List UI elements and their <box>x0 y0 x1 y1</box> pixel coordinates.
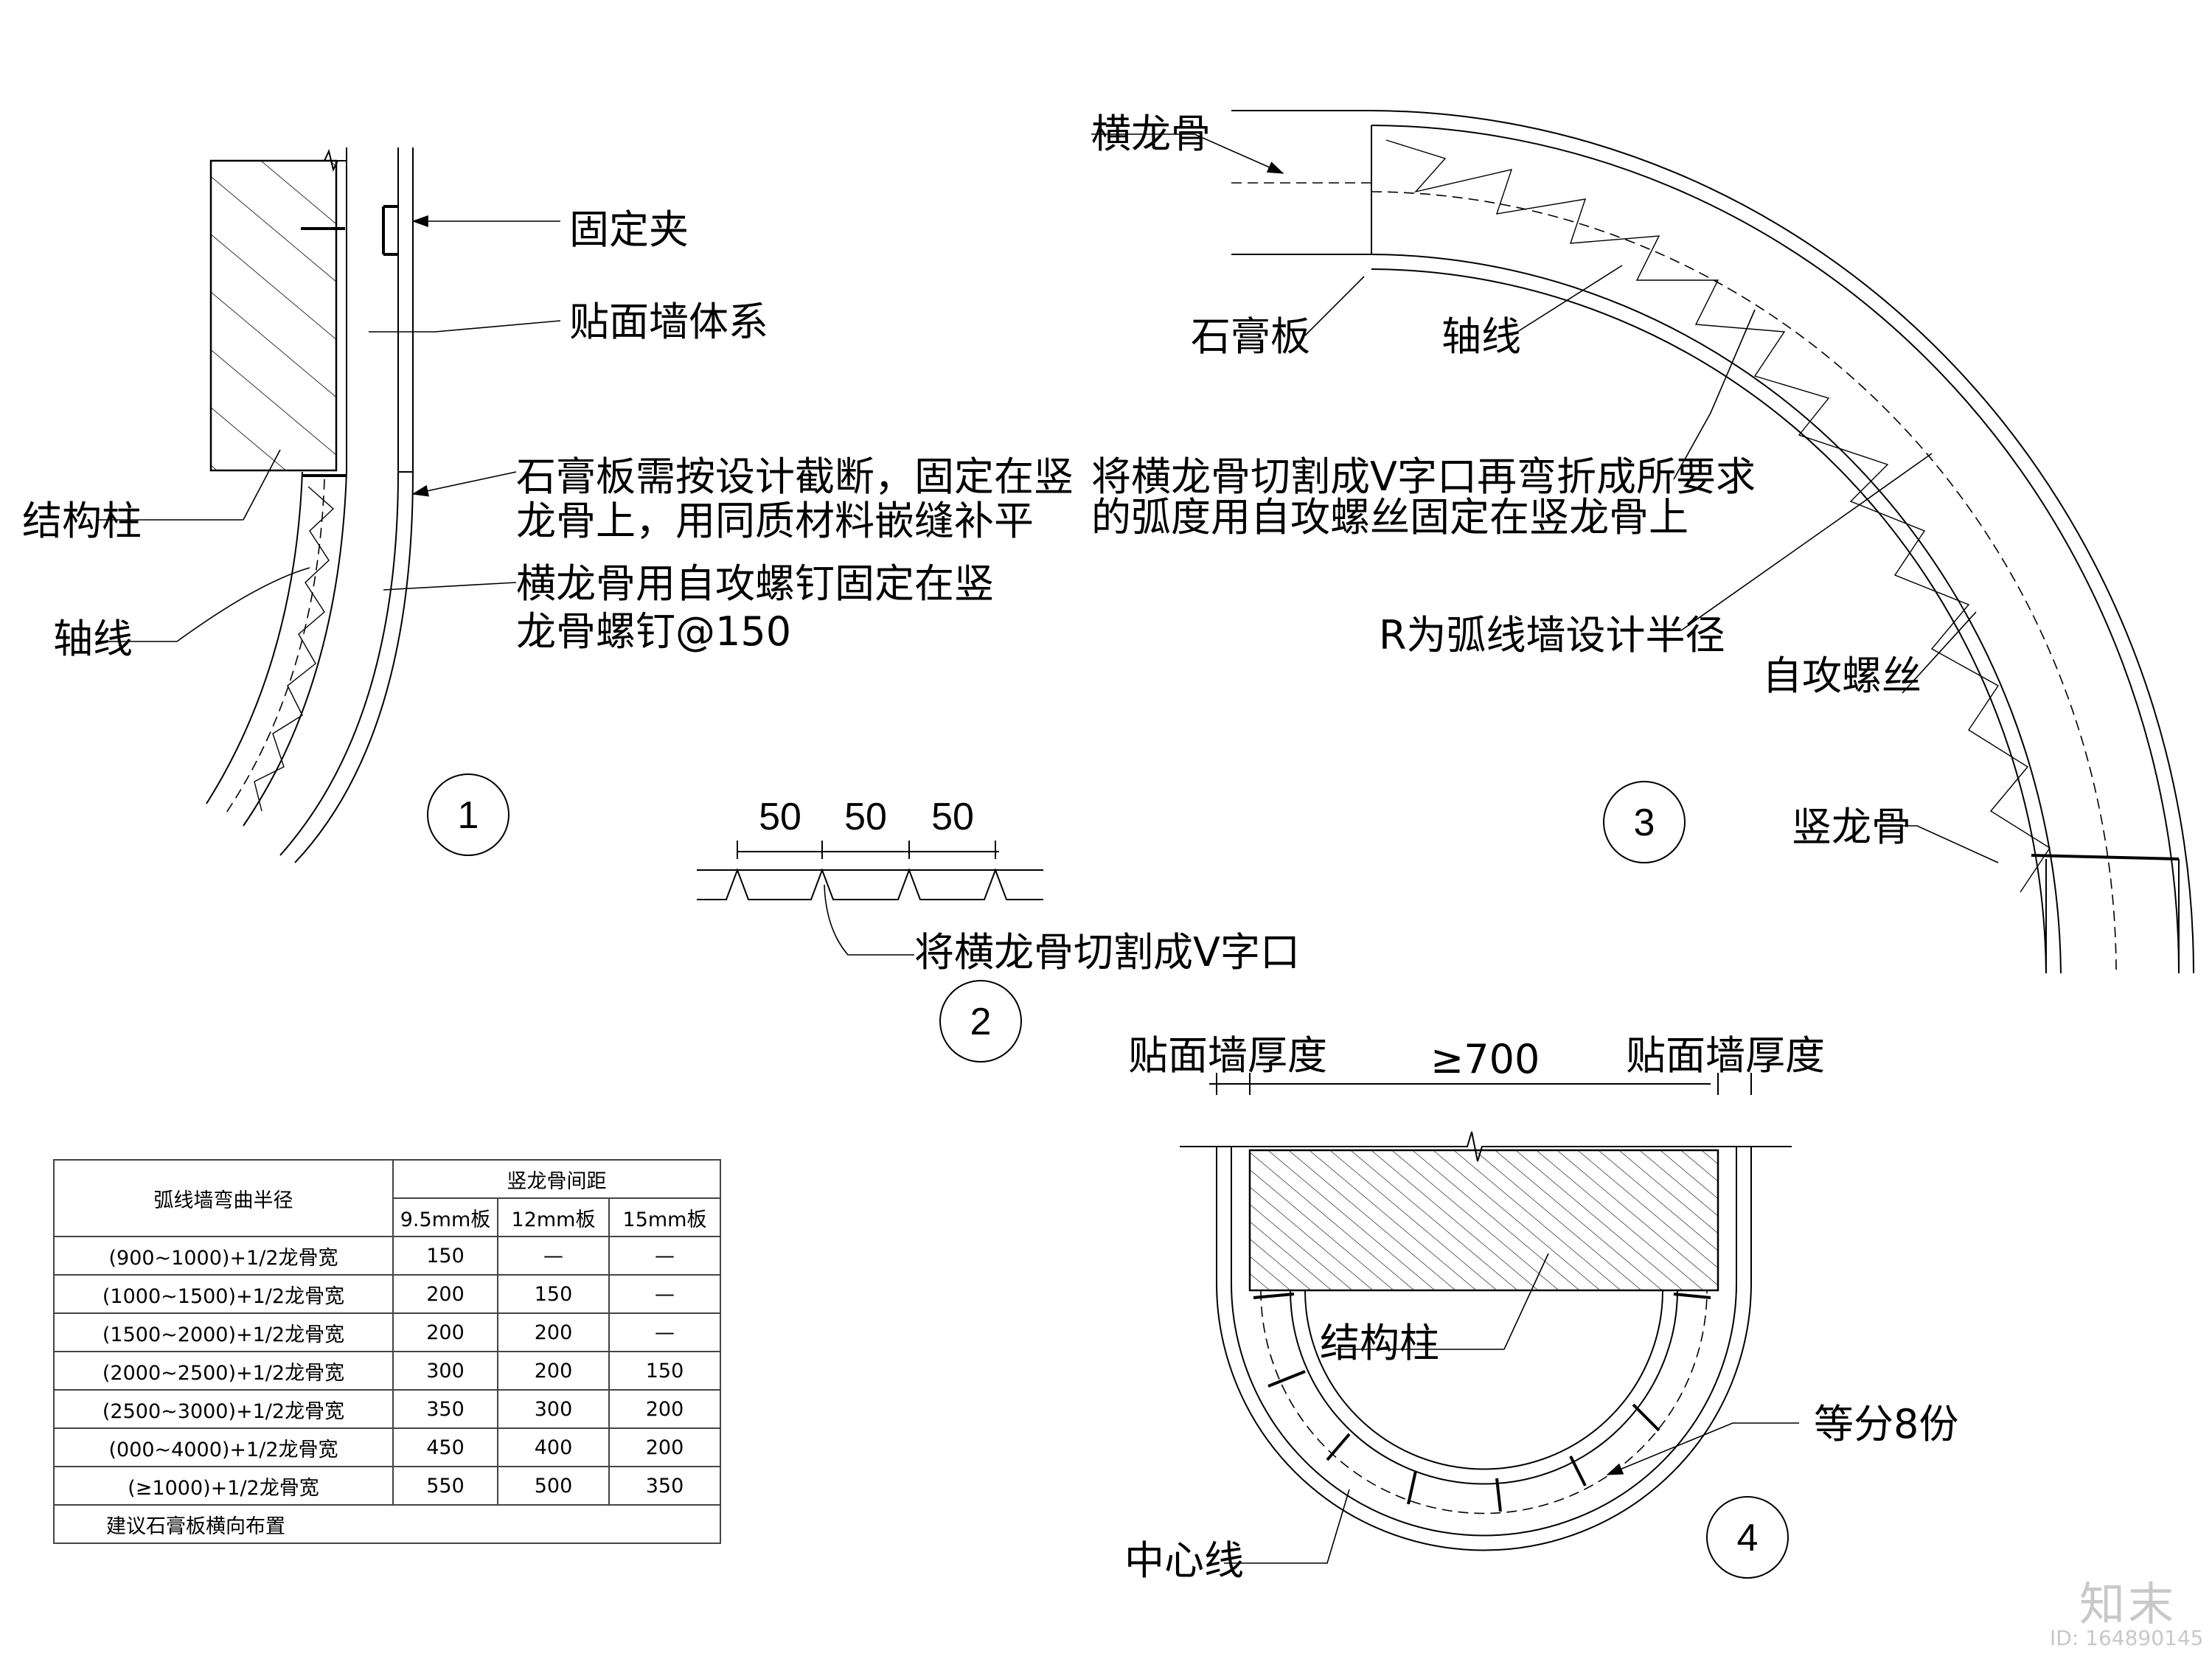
table-cell: 350 <box>392 1389 498 1429</box>
detail-number-1: 1 <box>458 794 479 837</box>
table-row: (2500~3000)+1/2龙骨宽 350 300 200 <box>53 1389 721 1429</box>
table-header-radius: 弧线墙弯曲半径 <box>53 1159 394 1237</box>
note-gypsum-line-1: 石膏板需按设计截断，固定在竖 <box>516 453 1074 500</box>
table-cell: 200 <box>608 1427 721 1467</box>
label-column-4: 结构柱 <box>1320 1320 1439 1366</box>
detail-number-circle-2 <box>939 980 1022 1062</box>
table-cell: — <box>608 1312 721 1352</box>
label-horizontal-keel: 横龙骨 <box>1091 111 1211 157</box>
label-vertical-keel: 竖龙骨 <box>1792 804 1911 850</box>
table-cell-radius: (2000~2500)+1/2龙骨宽 <box>53 1351 394 1391</box>
break-line <box>211 148 347 172</box>
label-thickness-left: 贴面墙厚度 <box>1128 1032 1327 1079</box>
table-cell-radius: (2500~3000)+1/2龙骨宽 <box>53 1389 394 1429</box>
detail-number-3: 3 <box>1634 801 1655 844</box>
dim-50-a: 50 <box>759 796 801 838</box>
break-line-4 <box>1180 1131 1792 1162</box>
label-gypsum-board: 石膏板 <box>1191 313 1310 360</box>
table-row: (900~1000)+1/2龙骨宽 150 — — <box>53 1236 721 1276</box>
label-centerline: 中心线 <box>1124 1537 1244 1584</box>
detail-2: 50 50 50 将横龙骨切割成V字口 2 <box>697 796 1300 1062</box>
table-col-header: 9.5mm板 <box>392 1197 498 1237</box>
label-clip: 固定夹 <box>569 206 689 253</box>
detail-3: 横龙骨 石膏板 轴线 将横龙骨切割成V字口再弯折成所要求 的弧度用自攻螺丝固定在… <box>1091 110 2194 974</box>
table-cell: 500 <box>497 1466 610 1506</box>
table-cell: 300 <box>497 1389 610 1429</box>
table-cell: 300 <box>392 1351 498 1391</box>
stud-spacing-table: 弧线墙弯曲半径 竖龙骨间距 9.5mm板 12mm板 15mm板 (900~10… <box>53 1159 721 1544</box>
detail-1: 固定夹 贴面墙体系 结构柱 轴线 石膏板需按设计截断，固定在竖 龙骨上，用同质材… <box>22 147 1074 863</box>
note-gypsum-line-2: 龙骨上，用同质材料嵌缝补平 <box>516 498 1034 544</box>
table-row: (2000~2500)+1/2龙骨宽 300 200 150 <box>53 1351 721 1391</box>
watermark-id: ID: 164890145 <box>2050 1626 2204 1650</box>
detail-number-circle-4 <box>1706 1496 1789 1579</box>
table-cell: 200 <box>392 1274 498 1314</box>
table-cell: — <box>608 1274 721 1314</box>
table-col-header: 15mm板 <box>608 1197 721 1237</box>
table-row: (1500~2000)+1/2龙骨宽 200 200 — <box>53 1312 721 1352</box>
detail-number-circle-1 <box>427 773 509 856</box>
note-screw-line-2: 龙骨螺钉@150 <box>516 608 791 655</box>
note-bend-line-2: 的弧度用自攻螺丝固定在竖龙骨上 <box>1091 494 1688 540</box>
label-axis-1: 轴线 <box>53 616 133 662</box>
table-cell: 450 <box>392 1427 498 1467</box>
note-bend-line-1: 将横龙骨切割成V字口再弯折成所要求 <box>1091 453 1756 500</box>
note-radius: R为弧线墙设计半径 <box>1379 612 1725 658</box>
table-row: (1000~1500)+1/2龙骨宽 200 150 — <box>53 1274 721 1314</box>
label-thickness-right: 贴面墙厚度 <box>1626 1032 1825 1079</box>
table-cell: 350 <box>608 1466 721 1506</box>
detail-number-4: 4 <box>1737 1517 1759 1559</box>
table-row: (≥1000)+1/2龙骨宽 550 500 350 <box>53 1466 721 1506</box>
structural-column-4 <box>1248 1149 1719 1292</box>
detail-4: 贴面墙厚度 ≥700 贴面墙厚度 结构柱 等分8份 中心线 4 <box>1124 1032 1958 1584</box>
table-cell-radius: (000~4000)+1/2龙骨宽 <box>53 1427 394 1467</box>
table-cell: 200 <box>392 1312 498 1352</box>
detail-number-circle-3 <box>1603 781 1686 863</box>
note-screw-line-1: 横龙骨用自攻螺钉固定在竖 <box>516 560 994 607</box>
table-cell: 200 <box>608 1389 721 1429</box>
detail-number-2: 2 <box>970 1001 992 1043</box>
v-cut-keel-arc <box>254 486 335 812</box>
table-cell: 150 <box>608 1351 721 1391</box>
table-cell-radius: (900~1000)+1/2龙骨宽 <box>53 1236 394 1276</box>
table-cell-radius: (1500~2000)+1/2龙骨宽 <box>53 1312 394 1352</box>
table-row: (000~4000)+1/2龙骨宽 450 400 200 <box>53 1427 721 1467</box>
table-note: 建议石膏板横向布置 <box>53 1504 721 1544</box>
table-cell: 400 <box>497 1427 610 1467</box>
table-cell: 150 <box>497 1274 610 1314</box>
table-cell-radius: (≥1000)+1/2龙骨宽 <box>53 1466 394 1506</box>
dim-50-b: 50 <box>844 796 887 838</box>
table-cell-radius: (1000~1500)+1/2龙骨宽 <box>53 1274 394 1314</box>
structural-column-section <box>209 159 338 472</box>
label-self-tapping-screw: 自攻螺丝 <box>1762 653 1921 699</box>
table-col-header: 12mm板 <box>497 1197 610 1237</box>
table-header-spacing: 竖龙骨间距 <box>392 1159 721 1199</box>
table-cell: 200 <box>497 1312 610 1352</box>
radial-keels <box>1253 1293 1711 1512</box>
note-v-cut: 将横龙骨切割成V字口 <box>914 929 1300 975</box>
v-cut-keel <box>697 868 1043 900</box>
table-cell: — <box>608 1236 721 1276</box>
label-axis-3: 轴线 <box>1441 313 1521 360</box>
label-cladding-system: 贴面墙体系 <box>569 299 768 345</box>
v-cut-keel-arc-3 <box>1385 139 2051 893</box>
watermark-logo: 知末 <box>2079 1577 2177 1631</box>
label-divide-8: 等分8份 <box>1814 1401 1958 1447</box>
table-cell: 550 <box>392 1466 498 1506</box>
label-min-width: ≥700 <box>1430 1036 1540 1082</box>
table-cell: 200 <box>497 1351 610 1391</box>
dim-50-c: 50 <box>931 796 974 838</box>
table-cell: 150 <box>392 1236 498 1276</box>
label-column-1: 结构柱 <box>22 498 142 544</box>
table-cell: — <box>497 1236 610 1276</box>
